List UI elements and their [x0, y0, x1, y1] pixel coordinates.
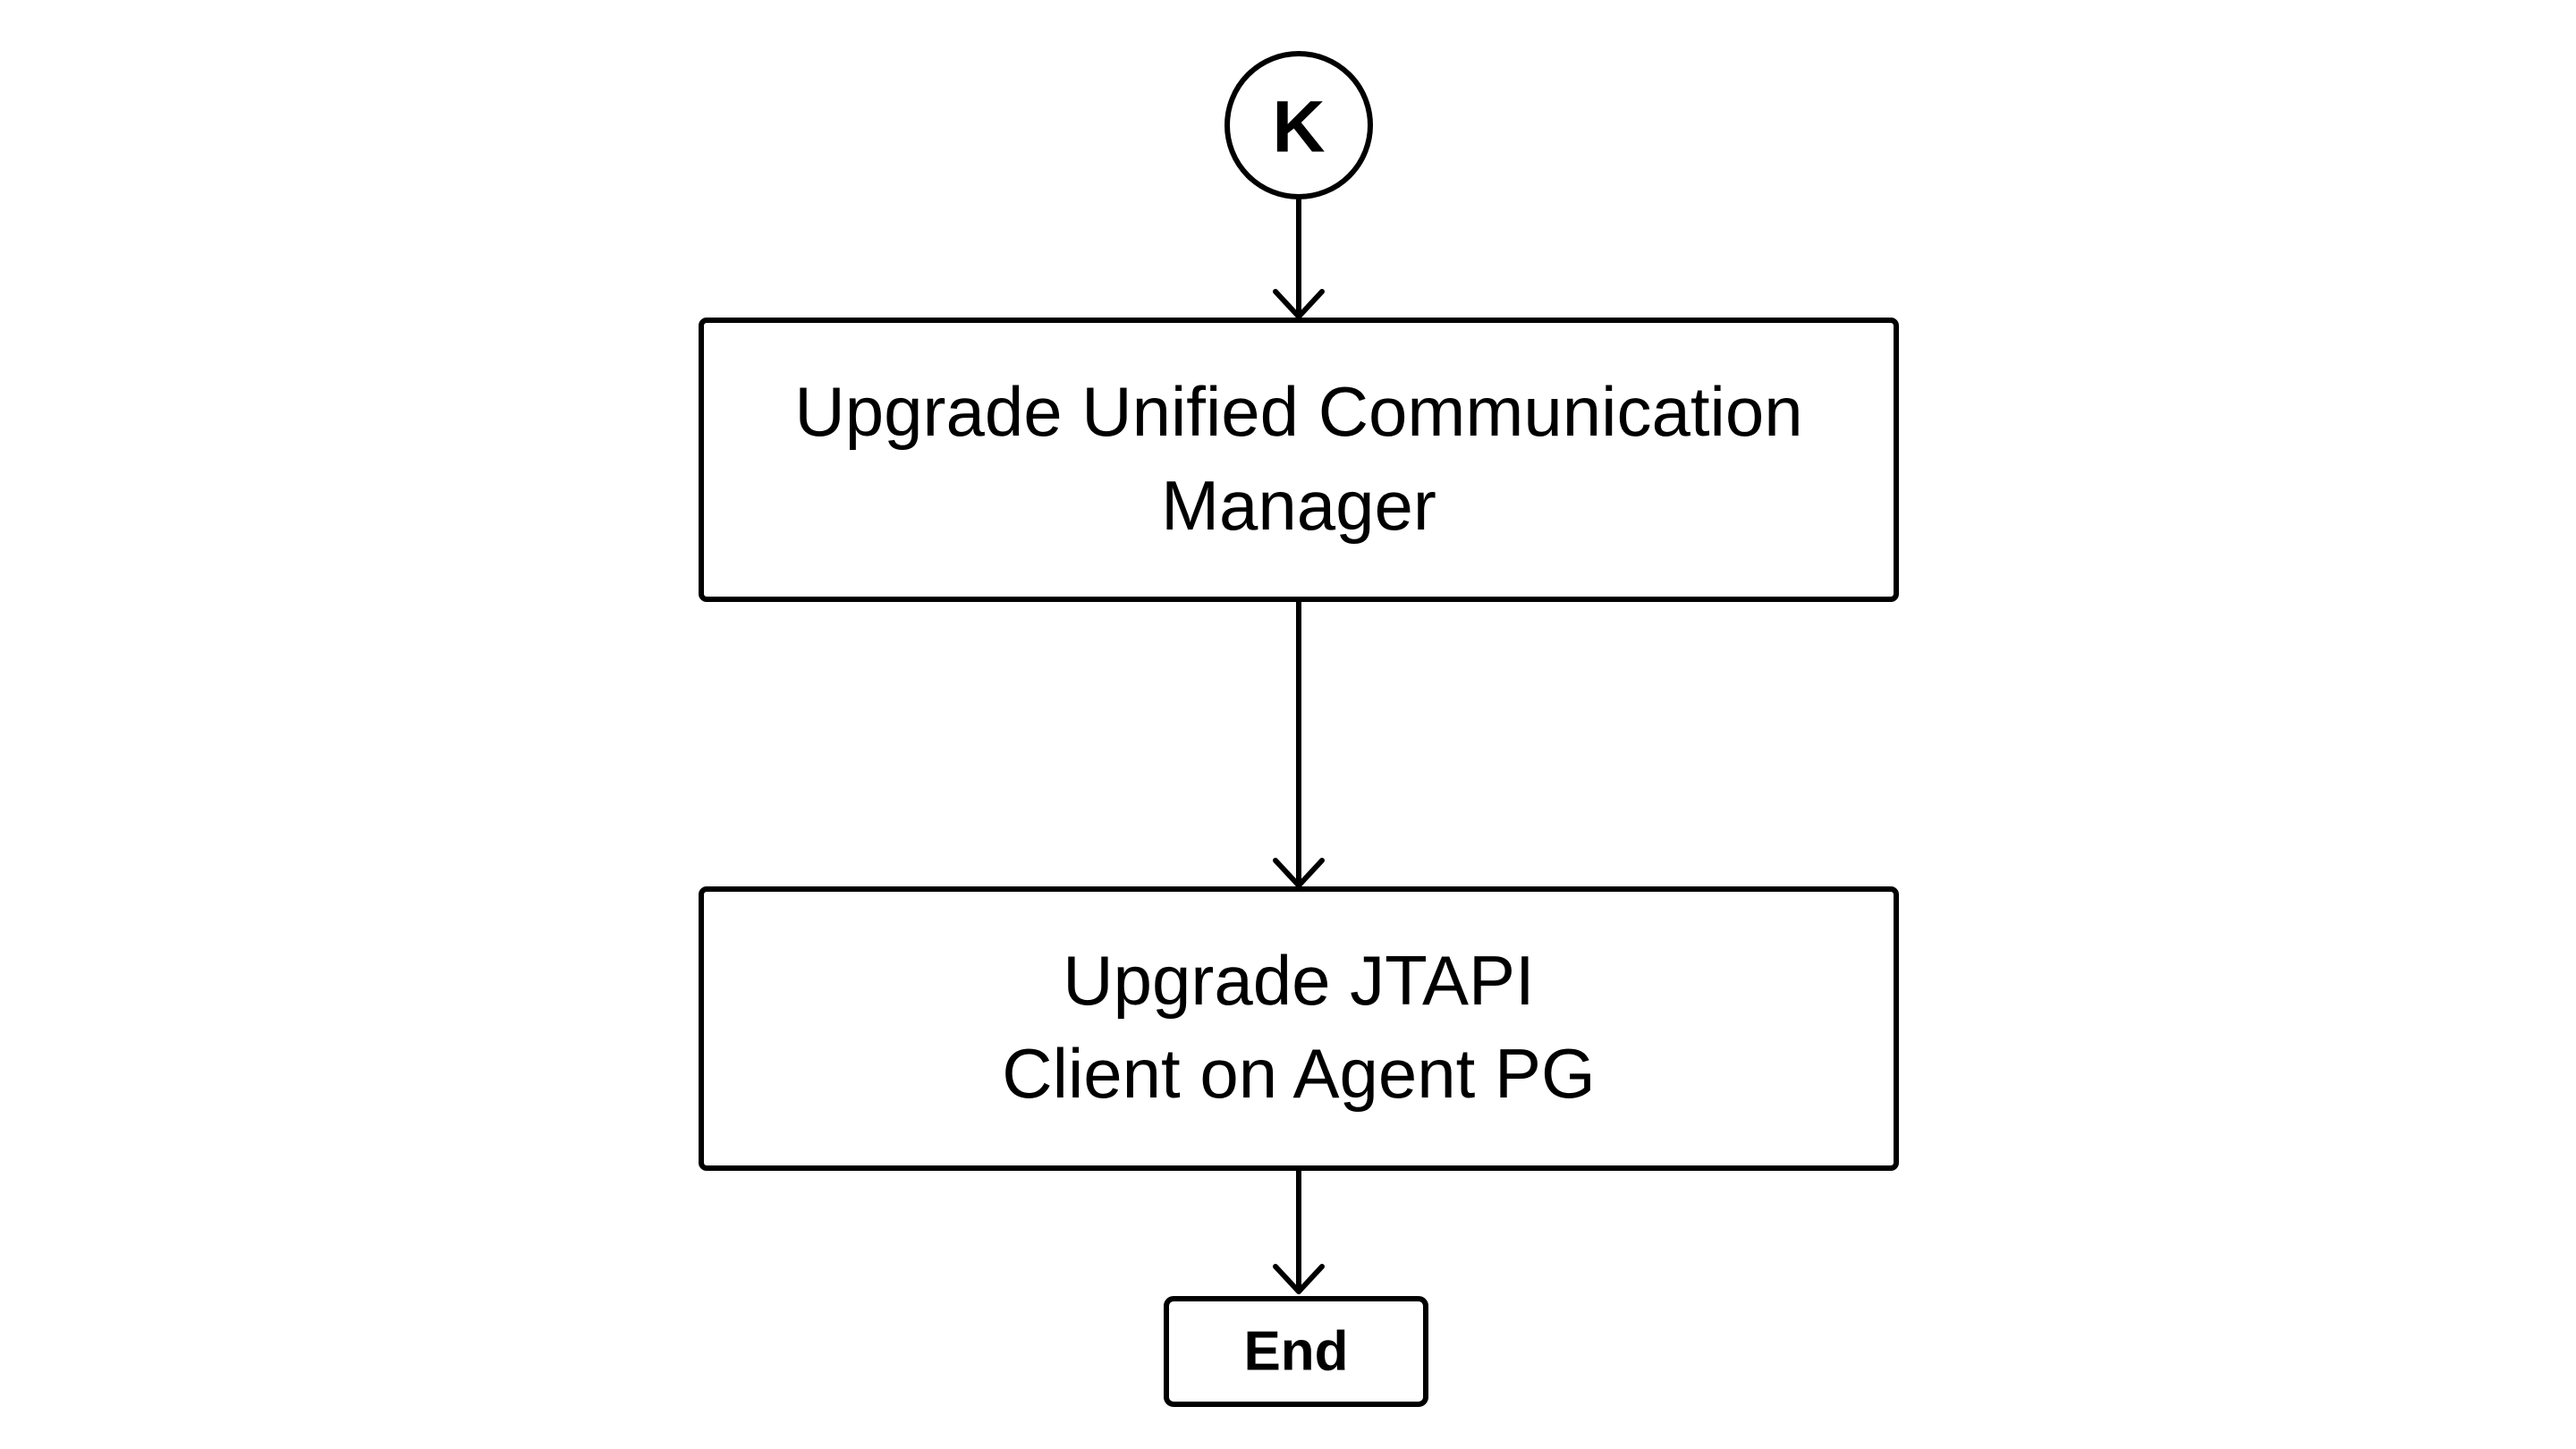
arrow-connector-to-step-1 — [1273, 197, 1325, 319]
step-upgrade-ucm: Upgrade Unified Communication Manager — [699, 318, 1899, 602]
step-upgrade-jtapi: Upgrade JTAPI Client on Agent PG — [699, 886, 1899, 1171]
arrow-step-1-to-step-2 — [1273, 599, 1325, 888]
step-label-line-2: Client on Agent PG — [1002, 1034, 1595, 1113]
end-label: End — [1243, 1321, 1348, 1383]
end-terminator: End — [1164, 1296, 1428, 1407]
end-box — [1164, 1296, 1428, 1407]
step-box — [699, 886, 1899, 1171]
connector-label: K — [1272, 87, 1325, 168]
step-box — [699, 318, 1899, 602]
step-label-line-1: Upgrade JTAPI — [1063, 941, 1534, 1020]
step-label-line-1: Upgrade Unified Communication — [794, 372, 1802, 451]
arrow-step-2-to-end — [1273, 1168, 1325, 1294]
step-label-line-2: Manager — [1161, 466, 1436, 545]
connector-k: K — [1224, 51, 1373, 199]
